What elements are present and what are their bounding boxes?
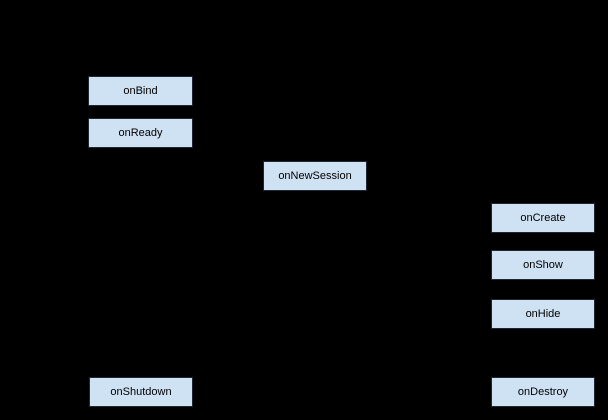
node-onhide: onHide xyxy=(491,299,595,329)
node-label: onNewSession xyxy=(278,169,352,182)
node-onready: onReady xyxy=(88,118,193,148)
node-onshutdown: onShutdown xyxy=(89,377,193,407)
node-label: onDestroy xyxy=(517,385,569,398)
node-label: onShow xyxy=(523,258,563,271)
node-label: onCreate xyxy=(520,211,566,224)
node-onshow: onShow xyxy=(491,250,595,280)
node-label: onHide xyxy=(525,307,561,320)
node-onbind: onBind xyxy=(88,76,193,106)
node-oncreate: onCreate xyxy=(491,203,595,233)
node-label: onBind xyxy=(123,84,158,97)
node-label: onShutdown xyxy=(110,385,172,398)
node-label: onReady xyxy=(118,126,163,139)
node-onnewsession: onNewSession xyxy=(263,161,367,191)
node-ondestroy: onDestroy xyxy=(491,377,595,407)
